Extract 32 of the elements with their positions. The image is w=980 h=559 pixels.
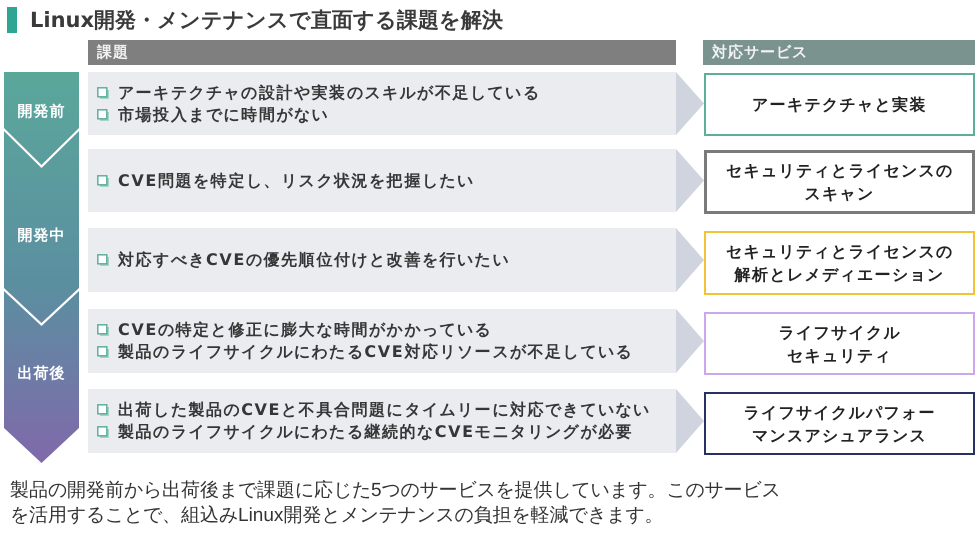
title: Linux開発・メンテナンスで直面する課題を解決 (30, 7, 504, 34)
arrow (676, 72, 704, 135)
problem-box (88, 309, 676, 373)
phase-label: 開発前 (18, 101, 66, 121)
column-header: 対応サービス (703, 40, 975, 65)
service-box: セキュリティとライセンスの解析とレメディエーション (704, 231, 975, 295)
phase-block (4, 291, 79, 463)
problem-text: 出荷した製品のCVEと不具合問題にタイムリーに対応できていない (118, 399, 651, 421)
column-header: 課題 (88, 40, 676, 65)
problem-text: 製品のライフサイクルにわたるCVE対応リソースが不足している (118, 341, 634, 363)
problem-box (88, 72, 676, 135)
phase-label: 開発中 (18, 225, 66, 245)
phase-label: 出荷後 (18, 363, 66, 383)
arrow (676, 228, 704, 292)
service-box: セキュリティとライセンスのスキャン (704, 150, 975, 214)
problem-text: アーキテクチャの設計や実装のスキルが不足している (118, 82, 540, 104)
arrow (676, 389, 704, 453)
problem-box (88, 228, 676, 292)
arrow (676, 149, 704, 212)
problem-text: 対応すべきCVEの優先順位付けと改善を行いたい (118, 249, 510, 271)
problem-text: CVEの特定と修正に膨大な時間がかかっている (118, 319, 492, 341)
problem-text: 製品のライフサイクルにわたる継続的なCVEモニタリングが必要 (118, 421, 634, 443)
problem-text: CVE問題を特定し、リスク状況を把握したい (118, 170, 475, 192)
service-box: ライフサイクルパフォーマンスアシュアランス (704, 392, 975, 455)
problem-box (88, 149, 676, 212)
problem-text: 市場投入までに時間がない (118, 104, 330, 126)
phase-block (4, 72, 79, 165)
caption: 製品の開発前から出荷後まで課題に応じた5つのサービスを提供しています。このサービスを活用することで、組込みLinux開発とメンテナンスの負担を軽減できます。 (10, 479, 782, 528)
service-box: ライフサイクルセキュリティ (704, 312, 975, 375)
problem-box (88, 389, 676, 453)
service-box: アーキテクチャと実装 (704, 73, 975, 136)
arrow (676, 309, 704, 373)
